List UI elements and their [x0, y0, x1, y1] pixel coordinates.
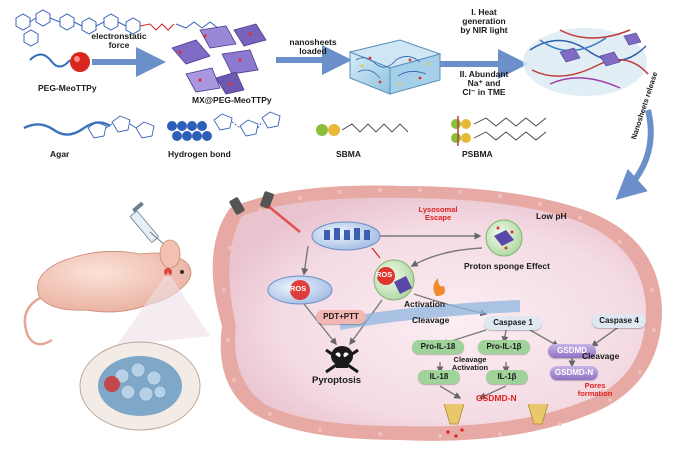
ros1-text: ROS [290, 284, 307, 293]
step2-text: II. Abundant Na⁺ and Cl⁻ in TME [459, 69, 509, 97]
pores-text: Pores formation [577, 381, 613, 398]
proton-text: Proton sponge Effect [464, 261, 550, 271]
zoom-cone [116, 272, 210, 346]
membrane-beads [222, 188, 656, 438]
electrostatic-text: electronstatic force [91, 31, 147, 50]
activation-band [340, 300, 520, 330]
il18-pill: IL-18 [418, 370, 460, 384]
caspase1-pill: Caspase 1 [484, 316, 542, 330]
eye-icon [79, 341, 201, 431]
agar-icon [23, 121, 111, 136]
psbma-icon [451, 116, 547, 146]
agar-text: Agar [50, 149, 70, 159]
arrow-release [615, 109, 654, 201]
ros2-text: ROS [376, 270, 393, 279]
pdt-ptt-pill: PDT+PTT [316, 310, 366, 324]
released-gel-mesh-icon [523, 28, 649, 96]
lysosomal-text: Lysosomal Escape [418, 205, 458, 222]
ros-vesicle-center [371, 247, 415, 301]
nanosheet-icon [171, 23, 267, 95]
peg-meottpy-text: PEG-MeoTTPy [38, 83, 97, 93]
hydrogel-block-icon [348, 39, 442, 95]
cleavage2-text: Cleavage [582, 351, 620, 361]
caspase4-pill: Caspase 4 [592, 314, 646, 328]
gsdmd-n2-text: GSDMD-N [476, 393, 517, 403]
syringe-icon [130, 201, 167, 247]
pro-il18-pill: Pro-IL-18 [412, 340, 464, 354]
il1b-pill: IL-1β [486, 370, 528, 384]
peg-meottpy-particle [29, 52, 90, 72]
sbma-text: SBMA [336, 149, 362, 159]
gsdmd-pill: GSDMD [548, 344, 596, 358]
heat-flame-icon [433, 278, 445, 296]
hbond-text: Hydrogen bond [168, 149, 231, 159]
pro-il1b-pill: Pro-IL-1β [478, 340, 530, 354]
psbma-text: PSBMA [462, 149, 493, 159]
hydrogen-bond-icon [167, 111, 281, 141]
cleavage1-text: Cleavage [412, 315, 450, 325]
pyroptosis-text: Pyroptosis [312, 375, 362, 386]
low-ph-text: Low pH [536, 211, 567, 221]
endosome-vesicle [485, 219, 523, 257]
skull-icon [325, 346, 359, 374]
step1-text: I. Heat generation by NIR light [460, 7, 508, 35]
gsdmd-n-pill: GSDMD-N [550, 366, 598, 380]
agar-detail-icon [87, 115, 155, 139]
cleavage-activation-text: Cleavage Activation [451, 355, 489, 372]
lysosome-vesicle [311, 221, 381, 251]
sbma-icon [316, 123, 409, 136]
nanosheets-loaded-text: nanosheets loaded [289, 37, 337, 56]
activation-text: Activation [404, 299, 446, 309]
laser-icon [229, 191, 301, 233]
mx-peg-text: MX@PEG-MeoTTPy [192, 95, 272, 105]
ros-vesicle-left [267, 275, 333, 305]
ppy-polymer-structure-icon [15, 9, 219, 47]
pore-icon [443, 403, 549, 438]
